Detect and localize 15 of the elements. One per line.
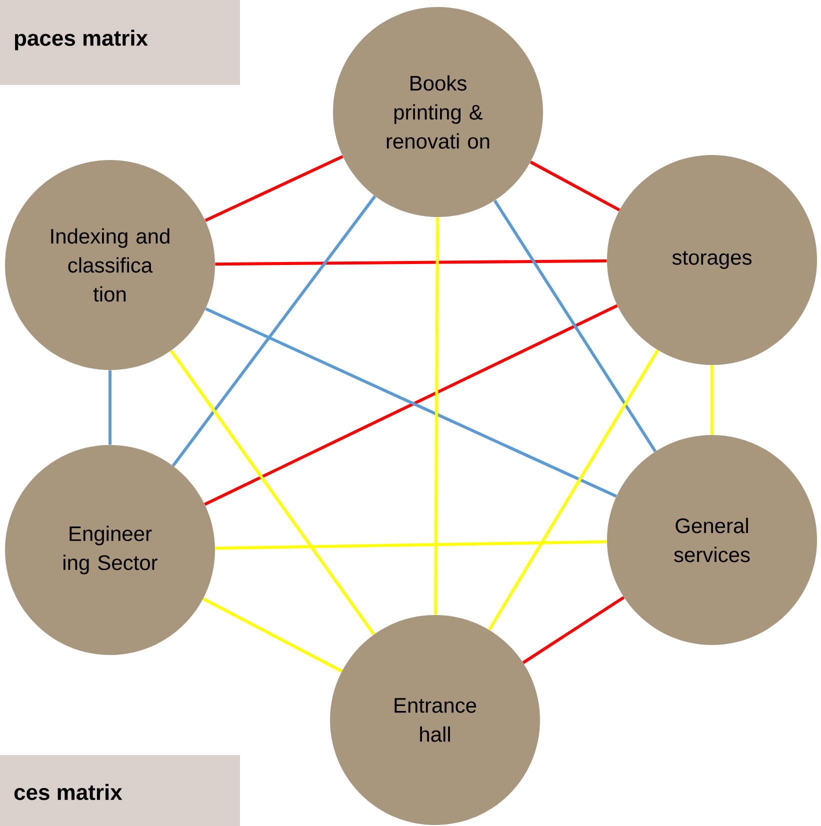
connector-line <box>108 370 112 445</box>
connector-line <box>522 596 625 664</box>
connector-line <box>215 259 607 266</box>
connector-line <box>434 217 439 615</box>
connector-line <box>170 350 376 636</box>
connector-line <box>202 597 342 673</box>
connector-line <box>710 365 714 435</box>
connector-line <box>493 200 657 452</box>
connector-line <box>530 160 620 212</box>
connector-line <box>488 349 660 631</box>
title-box: paces matrix <box>0 0 240 85</box>
title-box: ces matrix <box>0 755 240 826</box>
connector-line <box>172 195 376 467</box>
connector-line <box>204 155 344 222</box>
connector-line <box>215 540 607 550</box>
